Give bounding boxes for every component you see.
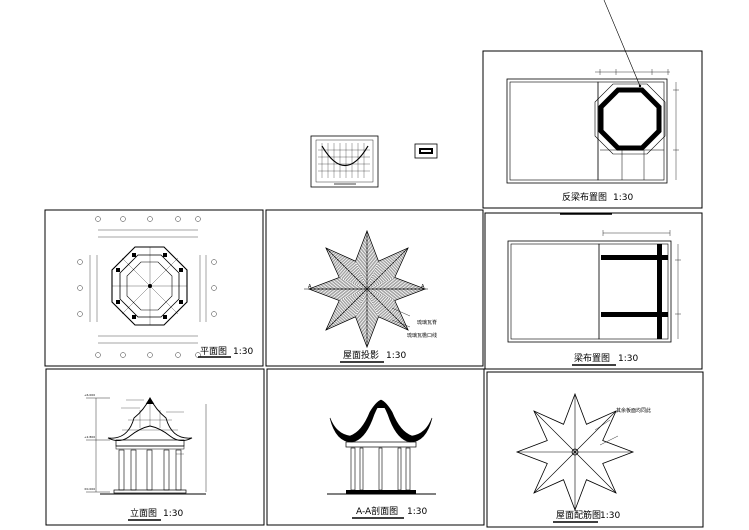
section-title: A-A剖面图 [356,505,398,517]
roof-projection-title: 屋面投影 [343,349,379,361]
roof-projection-hatch [316,238,418,340]
roof-note-eave: 琉璃瓦檐口线 [407,332,437,339]
rebar-note: 其余板面均同此 [616,407,651,414]
roof-projection-ridge [366,288,409,331]
section-mark-left: A [308,284,312,290]
roof-rebar-ridge [574,410,617,453]
plan-scale: 1:30 [233,347,253,357]
roof-projection-hatch [335,257,399,321]
stair-detail-thumbnail [310,135,379,188]
roof-projection-ridge [325,288,368,331]
plan-title: 平面图 [200,346,227,357]
section-mark-right: A [421,284,425,290]
section-scale: 1:30 [407,507,427,517]
roof-rebar-ridge [533,410,576,453]
panel-elevation: +6.000 +2.800 ±0.000 立面图 1:30 [45,368,265,526]
panel-roof-rebar: 其余板面均同此 屋面配筋图 1:30 [486,371,704,528]
roof-projection-hatch [339,261,395,317]
plan-axis-bubbles [77,216,217,358]
detail-symbol-thumbnail [414,143,438,159]
roof-projection-hatch [323,245,411,333]
level-mid: +2.800 [84,435,95,439]
roof-projection-ridge [366,247,409,290]
panel-liang: 梁布置图 1:30 [484,212,703,370]
level-top: +6.000 [84,393,95,397]
liang-title: 梁布置图 [574,352,610,364]
panel-section: A-A剖面图 1:30 [266,368,485,526]
roof-projection-hatch [362,284,372,294]
roof-projection-hatch [354,276,380,302]
roof-projection-ridge [325,247,368,290]
level-ground: ±0.000 [84,487,95,491]
roof-projection-hatch [327,249,407,329]
roof-projection-hatch [343,265,391,313]
roof-rebar-star [515,392,635,512]
elevation-scale: 1:30 [163,509,183,519]
roof-note-ridge: 琉璃瓦脊 [417,319,437,326]
roof-projection-hatch [358,280,376,298]
rebar-title: 屋面配筋图 [556,509,601,521]
panel-roof-projection: A A 琉璃瓦脊 琉璃瓦檐口线 屋面投影 1:30 [265,209,484,367]
roof-projection-scale: 1:30 [386,351,406,361]
roof-projection-hatch [320,242,414,336]
panel-plan: 平面图 1:30 [44,209,264,367]
roof-projection-hatch [331,253,403,325]
fanliang-title: 反梁布置图 [562,191,607,203]
elevation-title: 立面图 [130,507,157,519]
roof-projection-hatch [347,269,387,309]
roof-rebar-ridge [574,451,617,494]
roof-rebar-ridge [533,451,576,494]
liang-scale: 1:30 [618,354,638,364]
roof-projection-hatch [312,234,422,344]
fanliang-scale: 1:30 [613,193,633,203]
panel-fanliang: 反梁布置图 1:30 [482,0,703,215]
roof-projection-hatch [351,273,383,305]
rebar-scale: 1:30 [600,511,620,521]
